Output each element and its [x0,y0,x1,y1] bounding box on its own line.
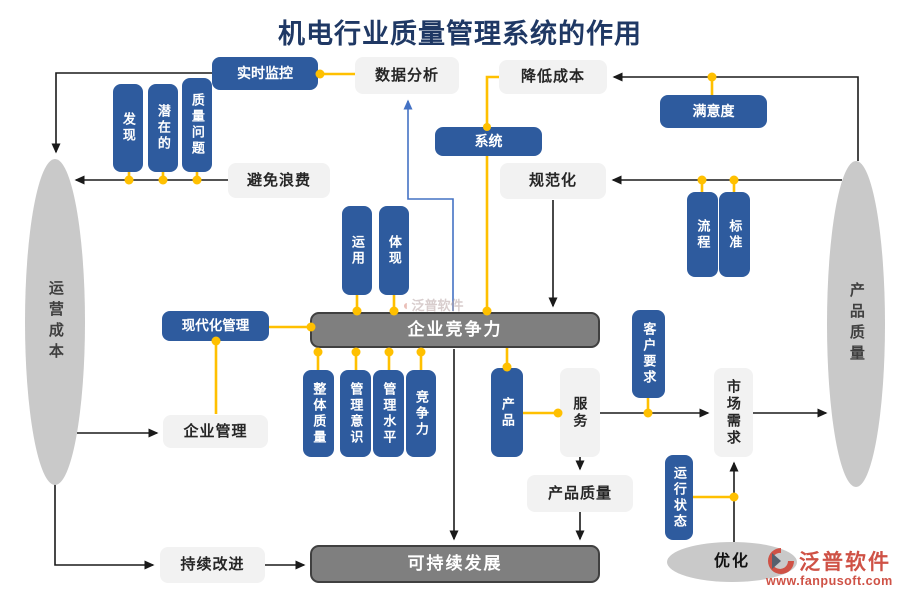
brand-logo: 泛普软件 www.fanpusoft.com [766,546,893,588]
node-reduce-cost: 降低成本 [499,60,607,94]
node-apply: 运用 [342,206,372,295]
fanpu-logo-icon [768,548,794,574]
edge-apply-embody-stubs [355,295,396,311]
node-discover: 发现 [113,84,143,172]
node-competitiveness: 竞争力 [406,370,436,457]
node-market-demand: 市场需求 [714,368,753,457]
node-service: 服务 [560,368,600,457]
node-quality-issue: 质量问题 [182,78,212,172]
diagram-title: 机电行业质量管理系统的作用 [278,19,642,49]
edge-issue-stubs [127,172,199,180]
node-modern-mgmt: 现代化管理 [162,311,269,341]
node-embody: 体现 [379,206,409,295]
node-mgmt-level: 管理水平 [373,370,404,457]
node-continuous-improve: 持续改进 [160,547,265,583]
node-system: 系统 [435,127,542,156]
brand-url: www.fanpusoft.com [766,574,893,588]
node-process: 流程 [687,192,718,277]
node-product: 产品 [491,368,523,457]
edge-process-standard-stubs [700,180,736,192]
node-realtime-monitor: 实时监控 [212,57,318,90]
edge-reducecost-system-bar [485,75,499,311]
node-data-analysis: 数据分析 [355,57,459,94]
node-sustainable-bar: 可持续发展 [310,545,600,583]
node-enterprise-mgmt: 企业管理 [163,415,268,448]
node-product-quality-box: 产品质量 [527,475,633,512]
brand-name: 泛普软件 [799,551,891,574]
node-run-status: 运行状态 [665,455,693,540]
watermark-logo-icon: ◖ [401,296,410,313]
node-avoid-waste: 避免浪费 [228,163,330,198]
node-mgmt-awareness: 管理意识 [340,370,371,457]
node-product-quality-ellipse: 产品质量 [827,161,885,487]
node-competitiveness-bar: 企业竞争力 [310,312,600,348]
node-standardize: 规范化 [500,163,606,199]
node-overall-quality: 整体质量 [303,370,334,457]
node-customer-req: 客户要求 [632,310,665,398]
edge-bar-bottom-stubs [316,348,423,370]
node-standard: 标准 [719,192,750,277]
node-potential: 潜在的 [148,84,178,172]
node-satisfaction: 满意度 [660,95,767,128]
edge-opcost-to-improve [54,476,155,570]
node-operating-cost-ellipse: 运营成本 [25,159,85,485]
